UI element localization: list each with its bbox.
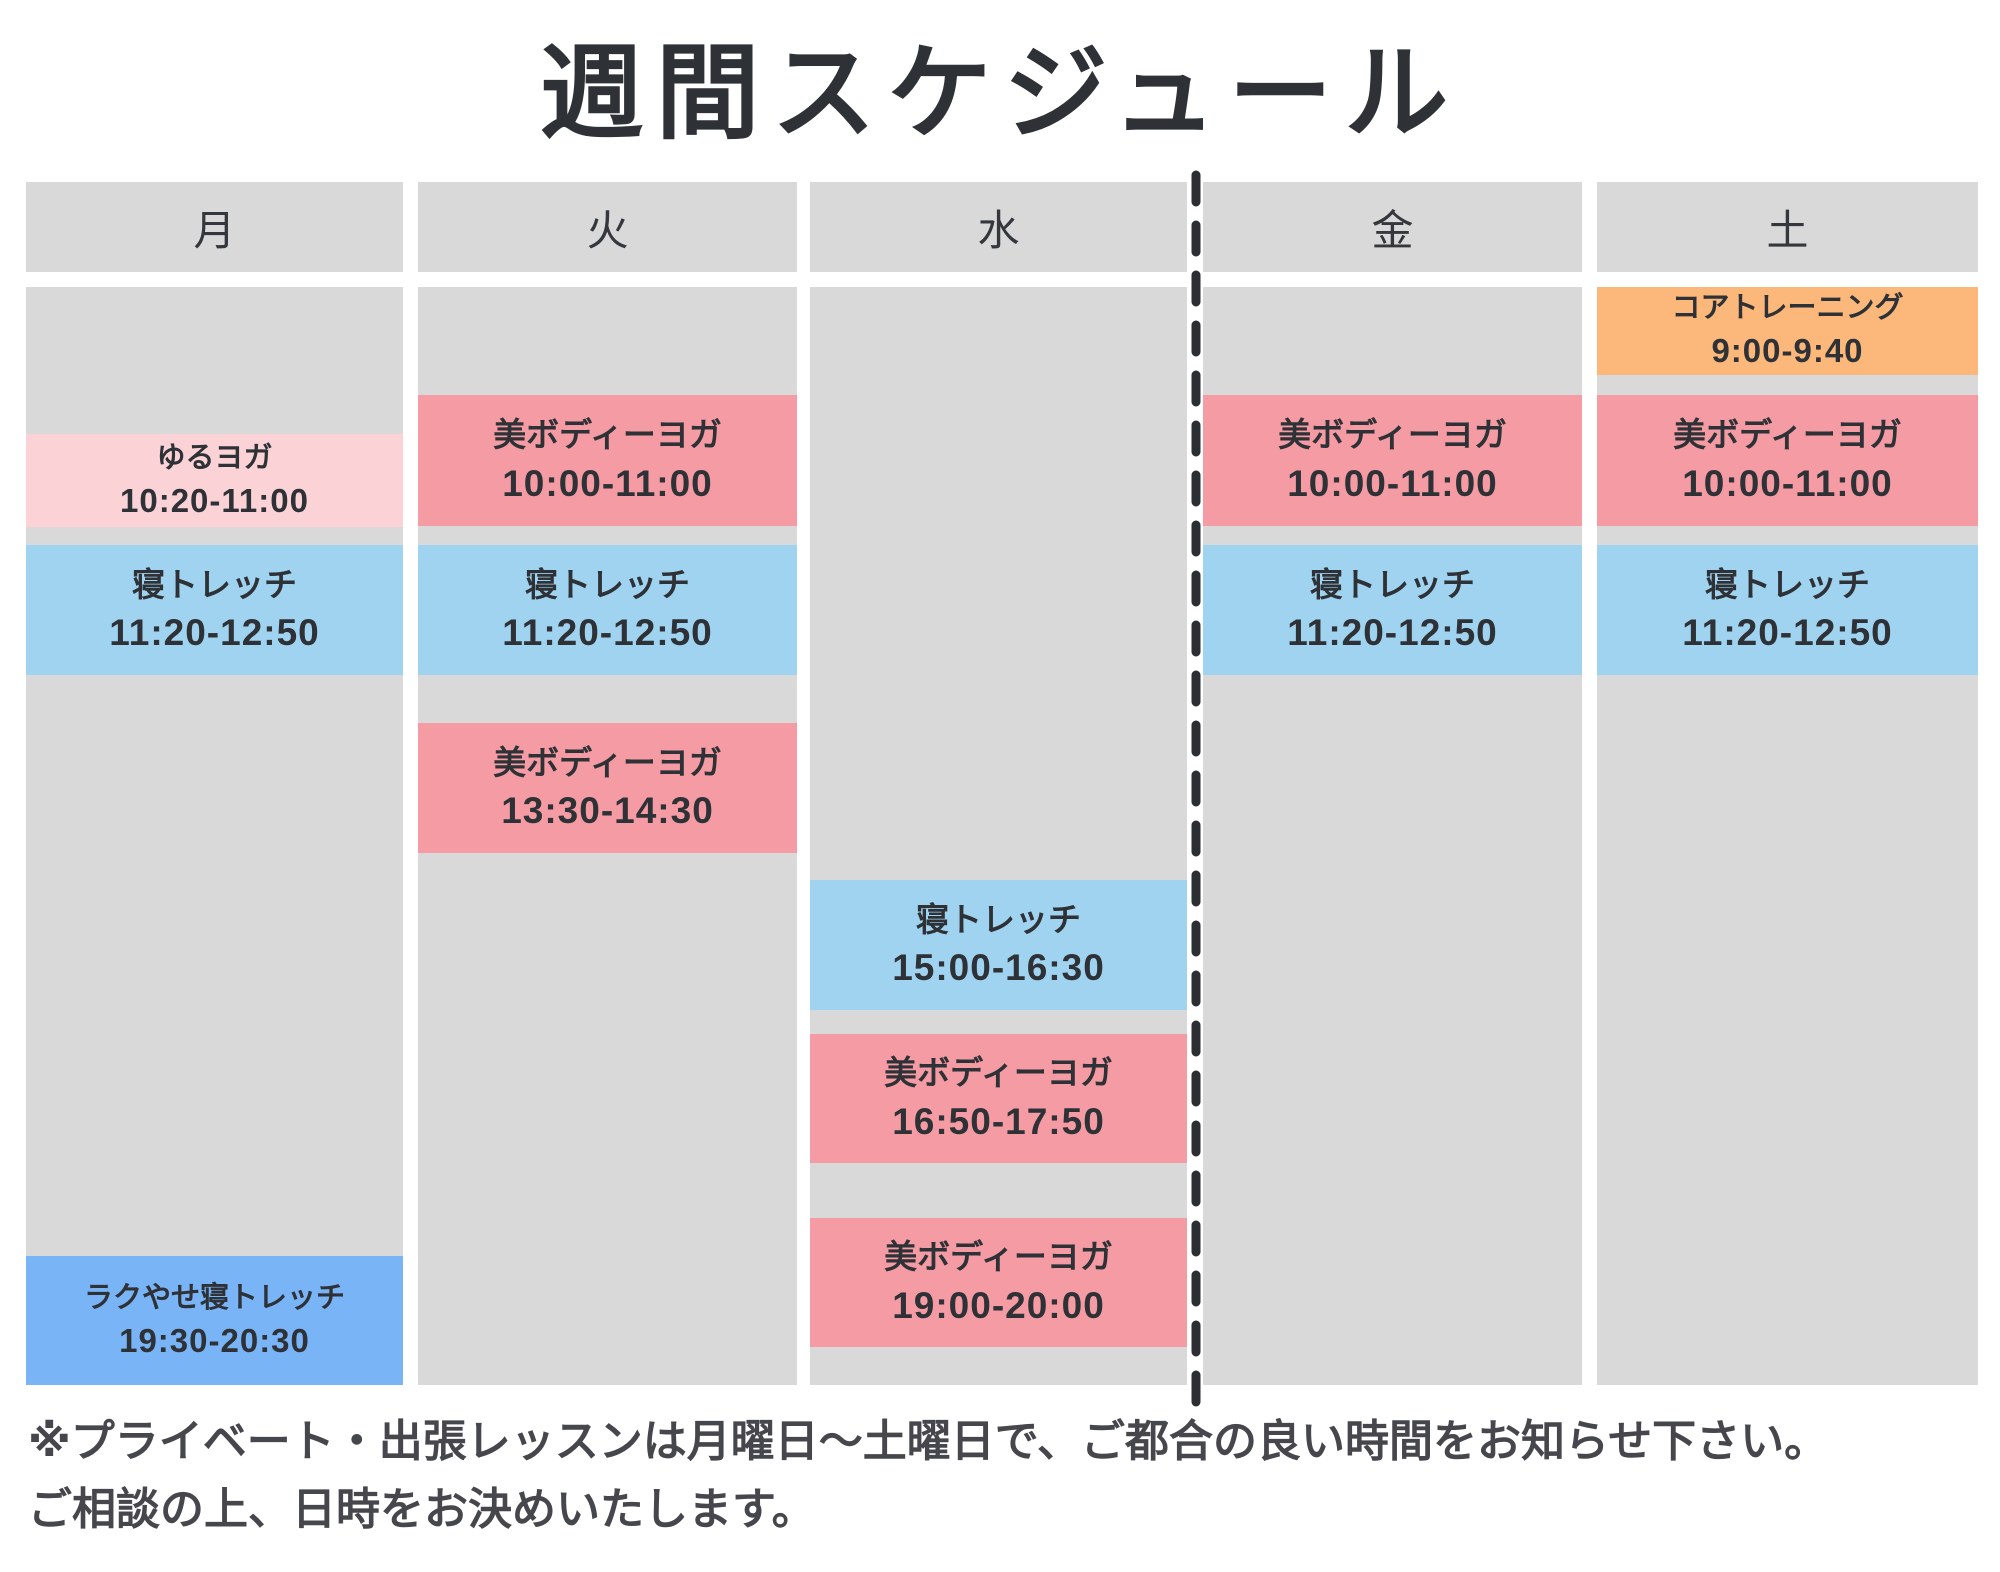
day-header-tue: 火 bbox=[418, 182, 797, 272]
event-time: 15:00-16:30 bbox=[892, 947, 1105, 989]
event-name: 美ボディーヨガ bbox=[884, 1238, 1113, 1276]
event-name: 美ボディーヨガ bbox=[1673, 416, 1902, 454]
day-column-tue: 美ボディーヨガ 10:00-11:00 寝トレッチ 11:20-12:50 美ボディーヨ… bbox=[418, 287, 797, 1385]
day-label-fri: 金 bbox=[1371, 206, 1414, 254]
event-mon-2: ラクやせ寝トレッチ 19:30-20:30 bbox=[26, 1256, 403, 1385]
event-time: 10:00-11:00 bbox=[1682, 462, 1893, 504]
event-time: 11:20-12:50 bbox=[109, 612, 320, 654]
event-name: 美ボディーヨガ bbox=[493, 416, 722, 454]
event-time: 16:50-17:50 bbox=[892, 1100, 1105, 1142]
day-column-sat: コアトレーニング 9:00-9:40 美ボディーヨガ 10:00-11:00 寝トレッチ… bbox=[1597, 287, 1978, 1385]
event-wed-2: 美ボディーヨガ 19:00-20:00 bbox=[810, 1218, 1187, 1347]
day-label-sat: 土 bbox=[1766, 206, 1809, 254]
day-fri: 金美ボディーヨガ 10:00-11:00 寝トレッチ 11:20-12:50 bbox=[1203, 182, 1582, 1385]
event-time: 9:00-9:40 bbox=[1711, 332, 1864, 370]
event-name: 寝トレッチ bbox=[525, 565, 690, 603]
event-time: 11:20-12:50 bbox=[1682, 612, 1893, 654]
page-title: 週間スケジュール bbox=[539, 35, 1461, 152]
event-name: 寝トレッチ bbox=[1310, 565, 1475, 603]
event-sat-1: 美ボディーヨガ 10:00-11:00 bbox=[1597, 395, 1978, 526]
event-name: 寝トレッチ bbox=[916, 900, 1081, 938]
event-name: 寝トレッチ bbox=[132, 565, 297, 603]
event-time: 10:20-11:00 bbox=[120, 481, 309, 519]
footnote-line-1: ※プライベート・出張レッスンは月曜日〜土曜日で、ご都合の良い時間をお知らせ下さい… bbox=[28, 1417, 1829, 1466]
day-header-mon: 月 bbox=[26, 182, 403, 272]
event-time: 13:30-14:30 bbox=[501, 790, 714, 832]
day-label-tue: 火 bbox=[586, 206, 629, 254]
event-mon-0: ゆるヨガ 10:20-11:00 bbox=[26, 434, 403, 527]
footnote-line-2: ご相談の上、日時をお決めいたします。 bbox=[28, 1485, 816, 1535]
week-divider-dashed-line bbox=[1191, 170, 1201, 1411]
event-wed-0: 寝トレッチ 15:00-16:30 bbox=[810, 880, 1187, 1010]
event-fri-1: 寝トレッチ 11:20-12:50 bbox=[1203, 545, 1582, 675]
event-name: 寝トレッチ bbox=[1705, 565, 1870, 603]
day-mon: 月ゆるヨガ 10:20-11:00 寝トレッチ 11:20-12:50 ラクやせ寝トレッ… bbox=[26, 182, 403, 1385]
event-name: 美ボディーヨガ bbox=[884, 1054, 1113, 1092]
day-header-sat: 土 bbox=[1597, 182, 1978, 272]
event-wed-1: 美ボディーヨガ 16:50-17:50 bbox=[810, 1034, 1187, 1163]
event-tue-1: 寝トレッチ 11:20-12:50 bbox=[418, 545, 797, 675]
day-label-wed: 水 bbox=[977, 206, 1020, 254]
event-sat-0: コアトレーニング 9:00-9:40 bbox=[1597, 287, 1978, 375]
day-header-wed: 水 bbox=[810, 182, 1187, 272]
event-time: 19:30-20:30 bbox=[119, 1321, 310, 1359]
event-time: 10:00-11:00 bbox=[1287, 462, 1498, 504]
event-name: ゆるヨガ bbox=[156, 441, 273, 474]
event-tue-0: 美ボディーヨガ 10:00-11:00 bbox=[418, 395, 797, 526]
day-sat: 土コアトレーニング 9:00-9:40 美ボディーヨガ 10:00-11:00 寝トレッ… bbox=[1597, 182, 1978, 1385]
event-sat-2: 寝トレッチ 11:20-12:50 bbox=[1597, 545, 1978, 675]
event-time: 11:20-12:50 bbox=[502, 612, 713, 654]
event-name: コアトレーニング bbox=[1671, 292, 1904, 325]
event-time: 10:00-11:00 bbox=[502, 462, 713, 504]
footnote: ※プライベート・出張レッスンは月曜日〜土曜日で、ご都合の良い時間をお知らせ下さい… bbox=[28, 1408, 1996, 1544]
event-time: 19:00-20:00 bbox=[892, 1284, 1105, 1326]
event-name: ラクやせ寝トレッチ bbox=[83, 1281, 345, 1314]
day-header-fri: 金 bbox=[1203, 182, 1582, 272]
day-label-mon: 月 bbox=[193, 206, 236, 254]
day-column-mon: ゆるヨガ 10:20-11:00 寝トレッチ 11:20-12:50 ラクやせ寝トレッチ… bbox=[26, 287, 403, 1385]
event-name: 美ボディーヨガ bbox=[493, 743, 722, 781]
day-column-fri: 美ボディーヨガ 10:00-11:00 寝トレッチ 11:20-12:50 bbox=[1203, 287, 1582, 1385]
event-tue-2: 美ボディーヨガ 13:30-14:30 bbox=[418, 723, 797, 853]
event-fri-0: 美ボディーヨガ 10:00-11:00 bbox=[1203, 395, 1582, 526]
event-mon-1: 寝トレッチ 11:20-12:50 bbox=[26, 545, 403, 675]
event-name: 美ボディーヨガ bbox=[1278, 416, 1507, 454]
event-time: 11:20-12:50 bbox=[1287, 612, 1498, 654]
